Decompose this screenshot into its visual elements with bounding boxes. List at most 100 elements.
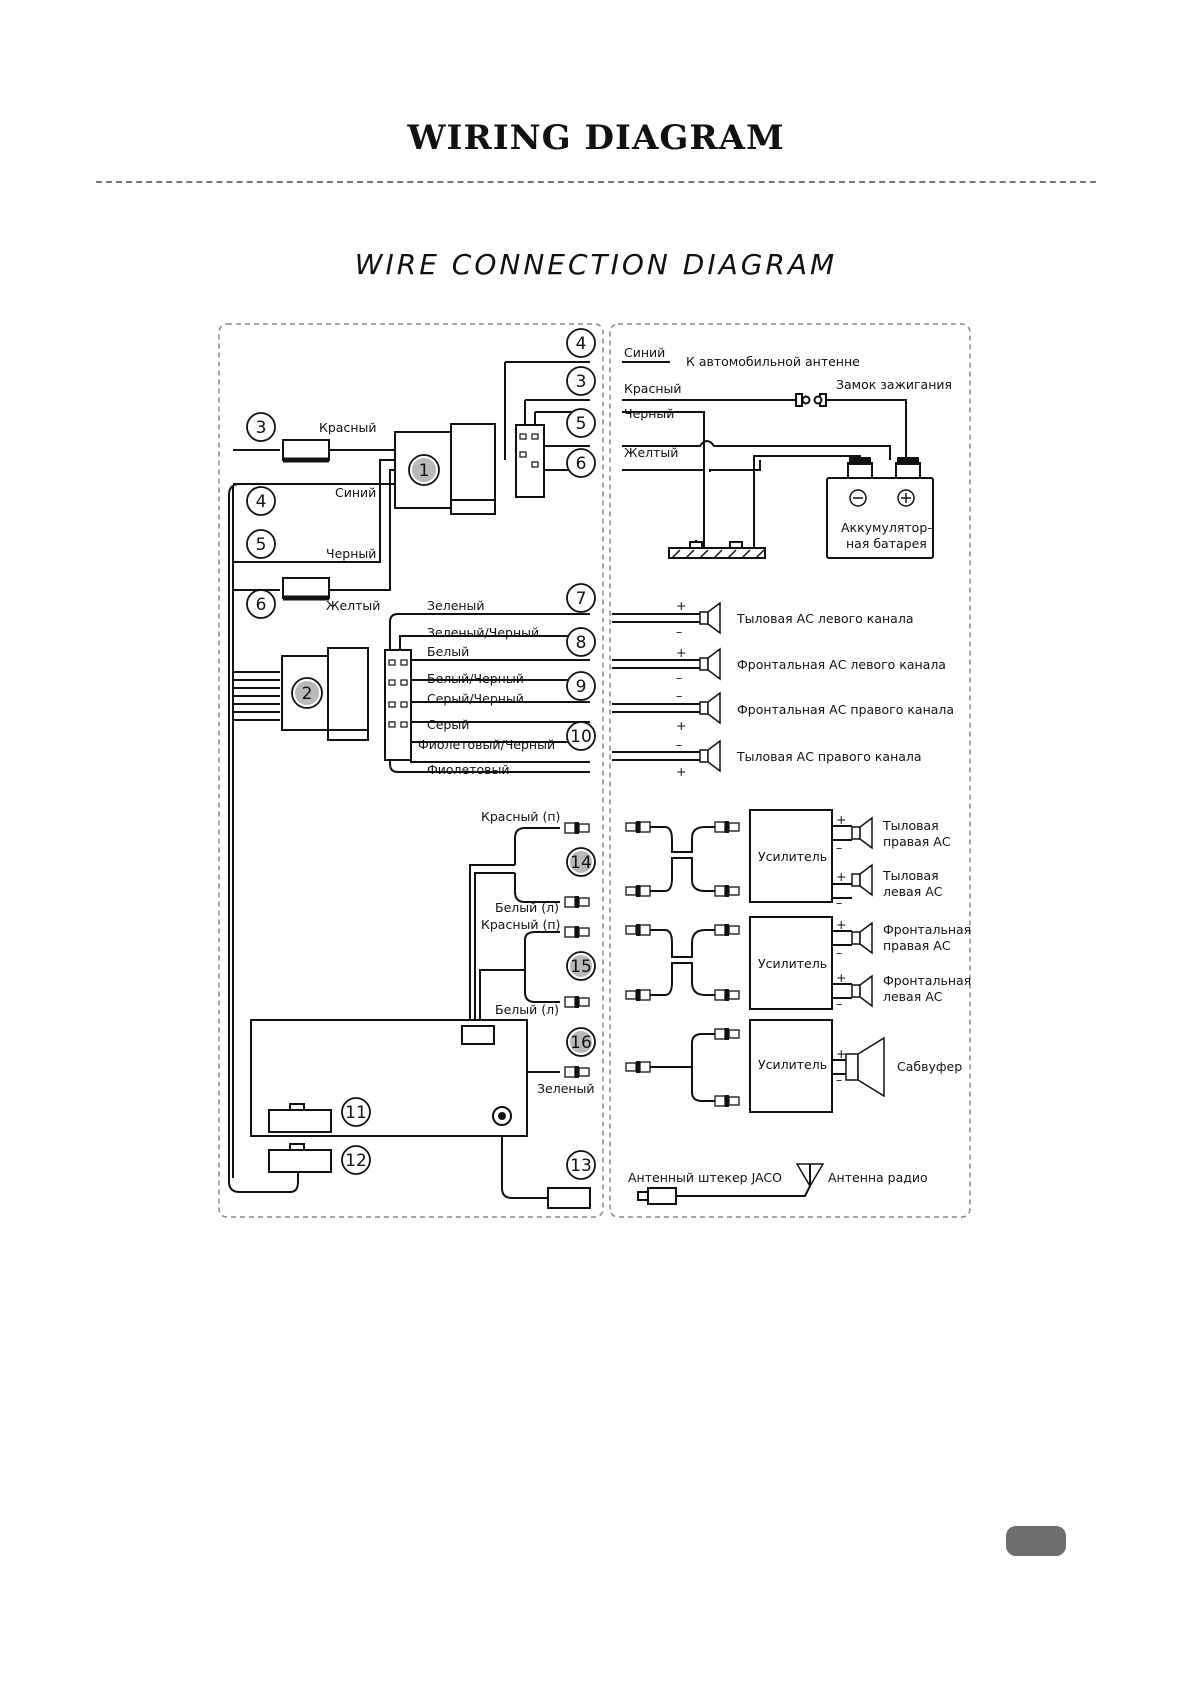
sign-amp1-plus-2: + xyxy=(836,869,846,884)
right-labels: Синий К автомобильной антенне Красный За… xyxy=(624,345,971,1185)
callout-4-left: 4 xyxy=(256,492,267,512)
callout-2: 2 xyxy=(302,684,313,704)
rca-amp2-in-top xyxy=(625,923,651,937)
sign-minus-7: – xyxy=(676,624,682,639)
sign-plus-7: + xyxy=(676,598,686,613)
speaker-rear-left xyxy=(699,602,721,634)
sign-amp2-plus-1: + xyxy=(836,917,846,932)
label-amp-2: Усилитель xyxy=(758,956,827,971)
diagram-subtitle: WIRE CONNECTION DIAGRAM xyxy=(354,248,838,281)
label-gray: Серый xyxy=(427,717,469,732)
label-battery-1: Аккумулятор– xyxy=(841,520,934,535)
rca-amp1-in-bottom xyxy=(625,884,651,898)
callout-7: 7 xyxy=(576,589,587,609)
callout-8: 8 xyxy=(576,633,587,653)
label-rear-left-ac-1: Тыловая xyxy=(882,868,939,883)
page-number-tab xyxy=(1006,1526,1066,1556)
sign-amp1-minus-2: – xyxy=(836,895,842,910)
callout-10: 10 xyxy=(570,727,592,747)
label-red-14: Красный (п) xyxy=(481,809,560,824)
sign-amp2-minus-2: – xyxy=(836,996,842,1011)
rca-14-red xyxy=(564,821,590,835)
label-front-left-ac-2: левая АС xyxy=(883,989,943,1004)
sign-minus-9: – xyxy=(676,688,682,703)
label-subwoofer: Сабвуфер xyxy=(897,1059,962,1074)
label-white-14: Белый (л) xyxy=(495,900,559,915)
sign-plus-10: + xyxy=(676,764,686,779)
amplifier-2 xyxy=(749,916,833,1010)
callout-5-left: 5 xyxy=(256,535,267,555)
antenna-plug xyxy=(647,1187,677,1205)
rca-14-white xyxy=(564,895,590,909)
sign-minus-8: – xyxy=(676,670,682,685)
rca-16-green xyxy=(564,1065,590,1079)
callout-15: 15 xyxy=(570,957,592,977)
sign-amp2-plus-2: + xyxy=(836,970,846,985)
callout-14: 14 xyxy=(570,853,592,873)
label-amp-3: Усилитель xyxy=(758,1057,827,1072)
callout-5-right: 5 xyxy=(576,414,587,434)
rca-amp3-in xyxy=(625,1060,651,1074)
label-rear-right-ac-2: правая АС xyxy=(883,834,951,849)
sign-plus-9: + xyxy=(676,718,686,733)
connector-12 xyxy=(268,1149,332,1173)
left-components xyxy=(250,423,591,1209)
speaker-amp-rear-right xyxy=(851,817,873,849)
label-rear-right-ac-1: Тыловая xyxy=(882,818,939,833)
sign-minus-10: – xyxy=(676,737,682,752)
label-white-15: Белый (л) xyxy=(495,1002,559,1017)
amplifier-3 xyxy=(749,1019,833,1113)
label-red-3: Красный xyxy=(319,420,377,435)
right-wiring xyxy=(612,361,907,1197)
label-violet-black: Фиолетовый/Черный xyxy=(418,737,555,752)
label-battery-2: ная батарея xyxy=(846,536,927,551)
speaker-amp-rear-left xyxy=(851,864,873,896)
callout-6-right: 6 xyxy=(576,454,587,474)
label-white-black: Белый/Черный xyxy=(427,671,524,686)
ground-bar xyxy=(668,547,766,559)
rca-amp2-out-bottom xyxy=(714,988,740,1002)
speaker-amp-front-right xyxy=(851,922,873,954)
label-radio-antenna: Антенна радио xyxy=(828,1170,928,1185)
fuse-6-connector xyxy=(282,577,330,599)
sign-amp3-plus: + xyxy=(836,1046,846,1061)
callout-9: 9 xyxy=(576,677,587,697)
label-green-16: Зеленый xyxy=(537,1081,595,1096)
callout-16: 16 xyxy=(570,1033,592,1053)
label-front-left: Фронтальная АС левого канала xyxy=(737,657,946,672)
label-red-15: Красный (п) xyxy=(481,917,560,932)
callout-6-left: 6 xyxy=(256,595,267,615)
rca-amp1-out-top xyxy=(714,820,740,834)
label-red-ignition: Красный xyxy=(624,381,682,396)
callouts: 1 2 3 4 5 6 4 3 5 6 7 8 9 10 11 12 13 14… xyxy=(246,328,596,1180)
left-labels: Красный Синий Черный Желтый Зеленый Зеле… xyxy=(319,420,595,1096)
callout-4-right: 4 xyxy=(576,334,587,354)
rca-15-white xyxy=(564,995,590,1009)
callout-13: 13 xyxy=(570,1156,592,1176)
rca-amp2-out-top xyxy=(714,923,740,937)
label-green: Зеленый xyxy=(427,598,485,613)
sign-plus-8: + xyxy=(676,645,686,660)
label-white: Белый xyxy=(427,644,469,659)
label-front-right: Фронтальная АС правого канала xyxy=(737,702,954,717)
connector-2-plug xyxy=(327,647,369,741)
label-ignition: Замок зажигания xyxy=(836,377,952,392)
label-front-right-ac-1: Фронтальная xyxy=(883,922,971,937)
sign-amp1-minus-1: – xyxy=(836,840,842,855)
left-panel-frame xyxy=(218,323,604,1218)
connector-11 xyxy=(268,1109,332,1133)
label-front-right-ac-2: правая АС xyxy=(883,938,951,953)
right-components xyxy=(637,393,934,1205)
rca-amp1-in-top xyxy=(625,820,651,834)
label-antenna-plug: Антенный штекер JACO xyxy=(628,1170,782,1185)
label-gray-black: Серый/Черный xyxy=(427,691,524,706)
antenna-socket-13 xyxy=(547,1187,591,1209)
subwoofer-speaker xyxy=(845,1036,885,1098)
label-amp-1: Усилитель xyxy=(758,849,827,864)
label-front-left-ac-1: Фронтальная xyxy=(883,973,971,988)
connector-1-housing xyxy=(394,431,452,509)
title-divider xyxy=(96,181,1096,183)
sign-amp2-minus-1: – xyxy=(836,945,842,960)
callout-11: 11 xyxy=(345,1103,367,1123)
